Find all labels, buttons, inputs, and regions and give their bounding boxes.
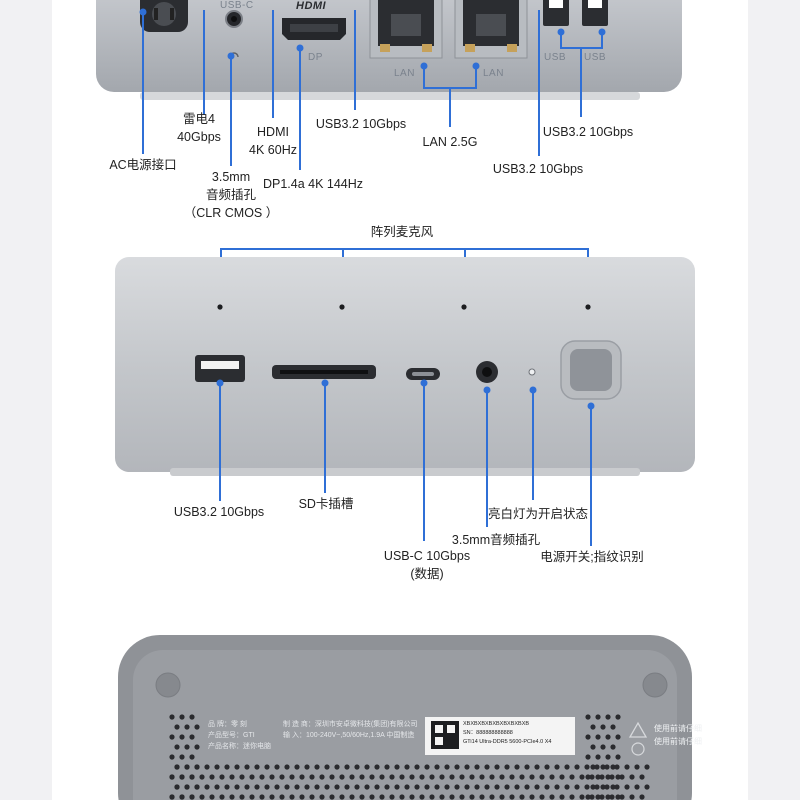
label-rear-audio: 3.5mm 音频插孔 （CLR CMOS ） [183, 170, 279, 220]
callout-dot-audio [227, 52, 235, 60]
front-panel-illustration [115, 257, 695, 476]
label-power: 电源开关;指纹识别 [540, 550, 644, 564]
callout-dot-lan2 [472, 62, 480, 70]
callout-line-led [532, 390, 534, 500]
callout-line-usb-r2 [601, 32, 603, 48]
front-audio-jack [476, 361, 498, 383]
callout-line-hdmi [272, 10, 274, 118]
mic-hole-1 [217, 304, 223, 310]
lan-port-label-2: LAN [483, 68, 504, 79]
usb-port-label-1: USB [544, 52, 567, 63]
callout-dot-led [529, 386, 537, 394]
label-usb-left: USB3.2 10Gbps [315, 117, 407, 131]
lan-port-1 [369, 0, 443, 59]
rear-usb-a-port-1 [543, 0, 569, 26]
bottom-case-illustration [118, 635, 692, 800]
label-hdmi: HDMI 4K 60Hz [249, 125, 297, 157]
rear-panel-illustration [96, 0, 682, 100]
callout-line-sd [324, 383, 326, 493]
callout-stem-lan [449, 87, 451, 127]
callout-line-audio [230, 56, 232, 166]
rubber-foot-right [642, 672, 668, 698]
label-front-usb: USB3.2 10Gbps [173, 505, 265, 519]
callout-dot-usbc [420, 379, 428, 387]
mic-hole-2 [339, 304, 345, 310]
left-gutter [0, 0, 52, 800]
label-lan: LAN 2.5G [422, 135, 478, 149]
label-thunderbolt: 雷电4 40Gbps [177, 112, 221, 144]
front-usb-a-port [195, 355, 245, 382]
callout-line-front-usb [219, 383, 221, 501]
callout-line-usbc [423, 383, 425, 541]
lan-port-2 [454, 0, 528, 59]
lan-port-label-1: LAN [394, 68, 415, 79]
callout-line-power [590, 406, 592, 546]
callout-line-thunderbolt [203, 10, 205, 115]
usbc-port-label: USB-C [220, 0, 254, 11]
front-chassis [115, 257, 695, 472]
warning-text: 使用前请仔细 使用前请仔细 [654, 724, 702, 746]
right-gutter [748, 0, 800, 800]
spec-label-right: 制 造 商：深圳市安卓微科技(集团)有限公司 输 入：100-240V~,50/… [283, 721, 418, 739]
label-mic-array: 阵列麦克风 [370, 225, 434, 239]
callout-dot-ac [139, 8, 147, 16]
ac-power-socket [140, 0, 188, 32]
warning-icon [628, 721, 648, 738]
callout-dot-usb-r2 [598, 28, 606, 36]
power-fingerprint-button [560, 340, 622, 400]
callout-line-lan2 [475, 66, 477, 88]
rubber-foot-left [155, 672, 181, 698]
rear-audio-jack [225, 10, 243, 58]
callout-line-usb-r1 [560, 32, 562, 48]
callout-dot-lan1 [420, 62, 428, 70]
callout-line-dp [299, 48, 301, 170]
label-led: 亮白灯为开启状态 [487, 507, 589, 521]
usb-port-label-2: USB [584, 52, 607, 63]
label-usb-right-top: USB3.2 10Gbps [542, 125, 634, 139]
mic-hole-4 [585, 304, 591, 310]
callout-dot-front-usb [216, 379, 224, 387]
front-usb-c-port [406, 368, 440, 380]
callout-line-usb-right-bottom [538, 10, 540, 156]
dp-port-label: DP [308, 52, 323, 63]
label-ac-power: AC电源接口 [109, 158, 177, 172]
mic-bracket [220, 248, 589, 250]
status-led [528, 368, 536, 376]
callout-line-lan1 [423, 66, 425, 88]
rear-usb-a-port-2 [582, 0, 608, 26]
callout-stem-usb-right [580, 47, 582, 117]
label-front-audio: 3.5mm音频插孔 [451, 533, 541, 547]
callout-dot-power [587, 402, 595, 410]
sd-card-slot [272, 365, 376, 379]
callout-dot-sd [321, 379, 329, 387]
ventilation-grille [169, 714, 650, 800]
callout-dot-front-audio [483, 386, 491, 394]
label-front-usbc: USB-C 10Gbps (数据) [383, 549, 471, 581]
sticker-text: XBXBXBXBXBXBXBXBXB SN：888888888888 GTi14… [463, 721, 552, 745]
callout-line-usb-left [354, 10, 356, 110]
hdmi-logo: HDMI [296, 0, 327, 12]
callout-dot-dp [296, 44, 304, 52]
spec-label-left: 品 牌：零 刻 产品型号：GTI 产品名称：迷你电脑 [208, 721, 271, 750]
label-usb-right-bottom: USB3.2 10Gbps [492, 162, 584, 176]
hdmi-port [282, 18, 346, 40]
label-sd: SD卡插槽 [298, 497, 354, 511]
callout-line-ac [142, 12, 144, 154]
mic-hole-3 [461, 304, 467, 310]
callout-line-front-audio [486, 390, 488, 527]
callout-dot-usb-r1 [557, 28, 565, 36]
label-dp: DP1.4a 4K 144Hz [262, 177, 364, 191]
